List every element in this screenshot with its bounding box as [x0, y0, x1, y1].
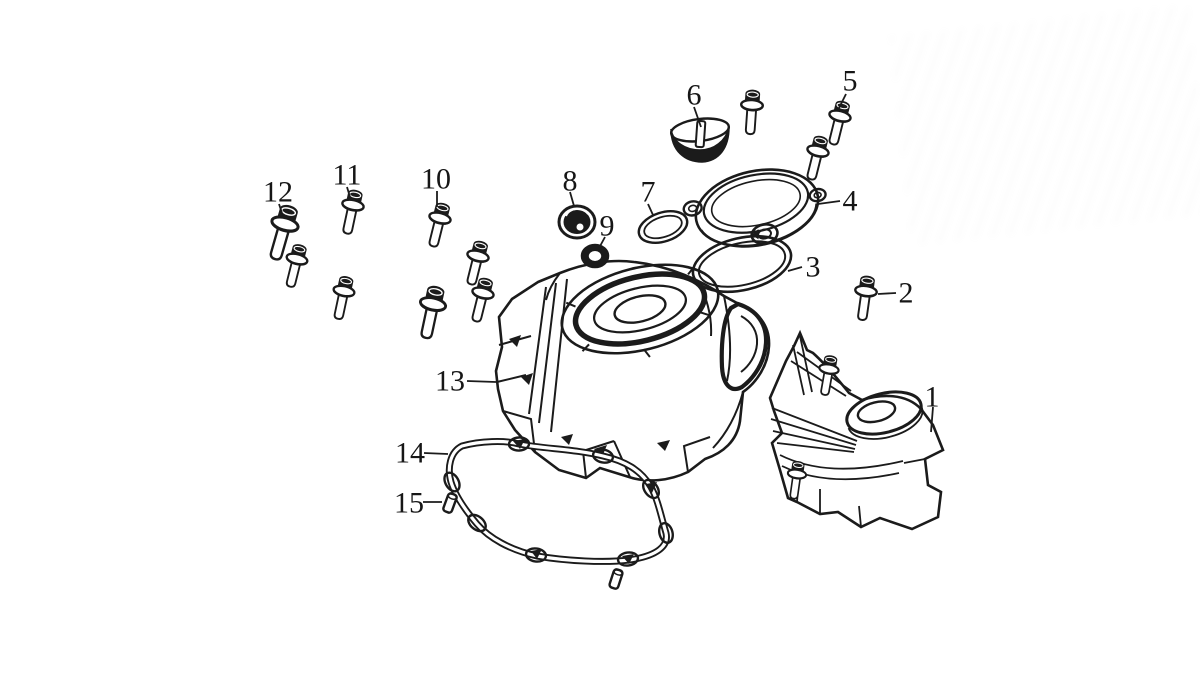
part-label-11: 11	[333, 159, 362, 192]
leader-line-1	[930, 406, 934, 433]
cover-ear-right	[808, 187, 827, 203]
leader-line-6	[693, 106, 702, 128]
part-label-1: 1	[925, 381, 940, 414]
leader-line-14	[423, 452, 449, 455]
gasket-bolt-tabs	[443, 436, 674, 567]
breather-loop	[719, 301, 769, 392]
flange-bolt-10-icon	[421, 199, 456, 251]
breather-loop-inner	[740, 315, 759, 373]
gasket-outline-outer	[445, 438, 670, 565]
flange-bolt-icon	[737, 88, 766, 137]
bearing-boss	[845, 390, 924, 440]
part-label-2: 2	[899, 277, 914, 310]
gasket-outline-inner	[447, 439, 669, 564]
cap-bowl	[670, 126, 730, 163]
part-label-8: 8	[563, 165, 578, 198]
leader-line-5	[837, 93, 847, 111]
dowel-pin-icon	[607, 567, 625, 591]
flange-bolt-icon	[326, 273, 359, 323]
part-13-left-crankcase-cover	[494, 259, 771, 482]
leader-line-11	[346, 186, 351, 198]
leader-line-9	[598, 236, 606, 249]
part-label-13: 13	[435, 365, 465, 398]
dowel-pin-icon	[441, 491, 459, 515]
flange-bolt-2-icon	[850, 273, 880, 323]
part-8-oil-seal	[557, 204, 597, 240]
part-label-7: 7	[641, 176, 656, 209]
part-label-14: 14	[395, 437, 425, 470]
part-label-15: 15	[394, 487, 424, 520]
part-label-4: 4	[843, 185, 858, 218]
stator-cover-opening	[560, 263, 720, 358]
part-label-5: 5	[843, 65, 858, 98]
part-label-6: 6	[687, 79, 702, 112]
cover-body-outline	[494, 259, 771, 482]
part-3-large-o-ring	[691, 234, 793, 294]
part-9-seal-ring	[580, 243, 610, 269]
part-1-right-crankcase-cover	[768, 329, 945, 531]
part-label-10: 10	[421, 163, 451, 196]
flange-bolt-5-icon	[799, 132, 834, 184]
part-labels: 1 2 3 4 5 6 7 8 9 10 11 12 13 14 15	[263, 65, 940, 520]
leader-line-13	[466, 380, 497, 383]
part-label-3: 3	[806, 251, 821, 284]
gasket-bolt-marks	[513, 439, 657, 564]
part-14-gasket	[443, 436, 674, 567]
part-label-12: 12	[263, 176, 293, 209]
part-15-dowel-pins	[441, 491, 625, 591]
leader-lines	[278, 93, 934, 503]
flange-bolt-icon	[411, 282, 451, 343]
flange-bolt-11-icon	[335, 187, 368, 238]
part-7-small-o-ring	[637, 209, 689, 245]
leader-line-8	[569, 191, 575, 207]
cover-ear-left	[682, 200, 703, 217]
leader-line-7	[647, 203, 654, 216]
leader-line-3	[787, 266, 803, 272]
cap-slot	[694, 119, 707, 149]
leader-line-12	[278, 203, 283, 214]
leader-line-2	[877, 292, 897, 295]
part-label-9: 9	[600, 210, 615, 243]
leader-line-4	[817, 200, 841, 205]
